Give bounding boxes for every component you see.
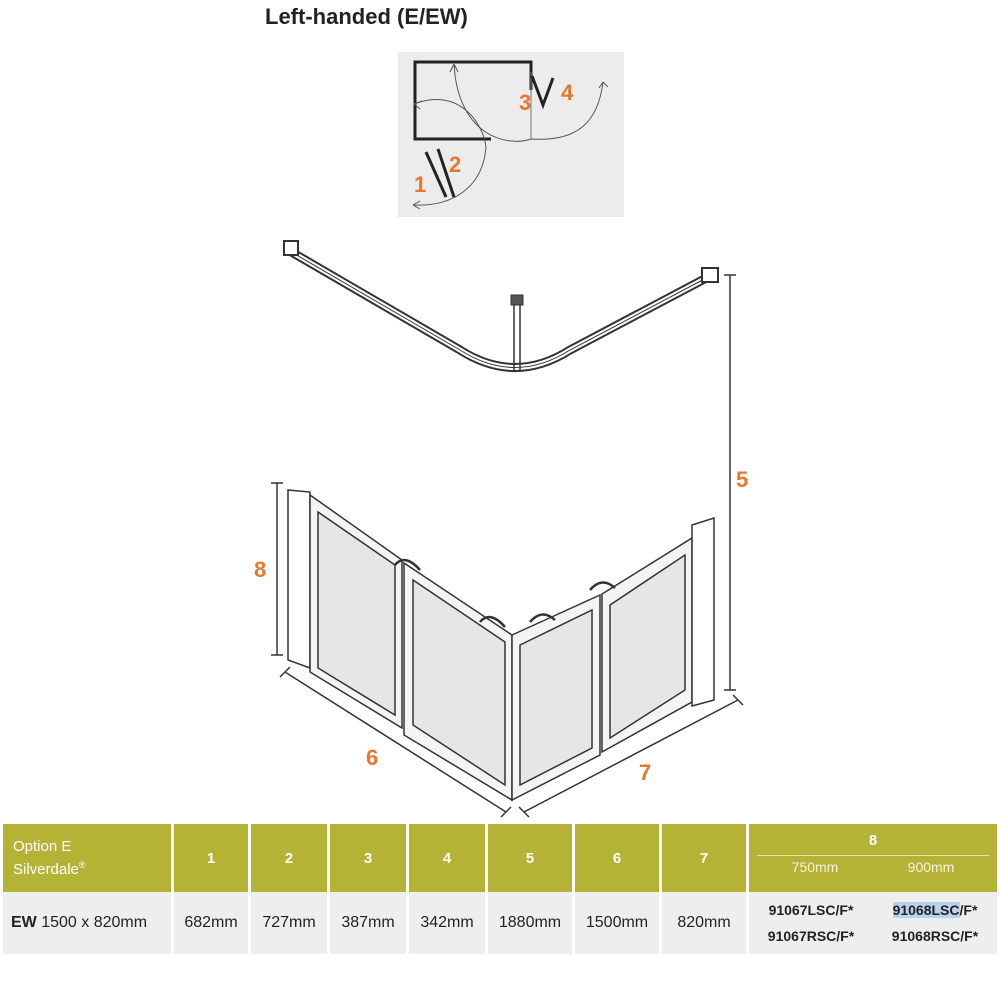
dimension-lines	[271, 274, 744, 818]
cell-5: 1880mm	[488, 892, 572, 954]
col-header-3: 3	[330, 824, 406, 892]
codes-750: 91067LSC/F* 91067RSC/F*	[767, 902, 855, 944]
dim-label-7: 7	[639, 760, 652, 785]
diagram-title: Left-handed (E/EW)	[265, 4, 468, 29]
table-row: EW 1500 x 820mm 682mm 727mm 387mm 342mm …	[3, 892, 997, 954]
spec-table: Option E Silverdale® 1 2 3 4 5 6 7 8 750…	[0, 824, 1000, 954]
screen-panels	[287, 489, 715, 802]
col-header-6: 6	[575, 824, 659, 892]
dim-label-5: 5	[736, 467, 749, 492]
dim-label-8: 8	[254, 557, 267, 582]
plan-label-3: 3	[519, 90, 532, 115]
cell-4: 342mm	[409, 892, 485, 954]
ceiling-support	[510, 294, 524, 372]
option-label: Option E	[13, 838, 72, 855]
product-label: Silverdale®	[13, 860, 86, 878]
plan-label-4: 4	[561, 80, 574, 105]
option-header: Option E Silverdale®	[3, 824, 171, 892]
cell-1: 682mm	[174, 892, 248, 954]
dim-label-6: 6	[366, 745, 379, 770]
codes-900: 91068LSC/F* 91068RSC/F*	[891, 902, 979, 944]
table-header-row: Option E Silverdale® 1 2 3 4 5 6 7 8 750…	[3, 824, 997, 892]
col-header-2: 2	[251, 824, 327, 892]
row-option: EW 1500 x 820mm	[3, 892, 171, 954]
col-header-1: 1	[174, 824, 248, 892]
cell-7: 820mm	[662, 892, 746, 954]
cell-3: 387mm	[330, 892, 406, 954]
cell-8: 91067LSC/F* 91067RSC/F* 91068LSC/F* 9106…	[749, 892, 997, 954]
cell-6: 1500mm	[575, 892, 659, 954]
enclosure-diagram	[271, 240, 744, 818]
plan-label-1: 1	[414, 172, 427, 197]
floor-plan	[398, 52, 624, 217]
col-header-5: 5	[488, 824, 572, 892]
cell-2: 727mm	[251, 892, 327, 954]
plan-label-2: 2	[449, 152, 462, 177]
curtain-rail	[283, 240, 719, 372]
col-header-4: 4	[409, 824, 485, 892]
col-header-7: 7	[662, 824, 746, 892]
